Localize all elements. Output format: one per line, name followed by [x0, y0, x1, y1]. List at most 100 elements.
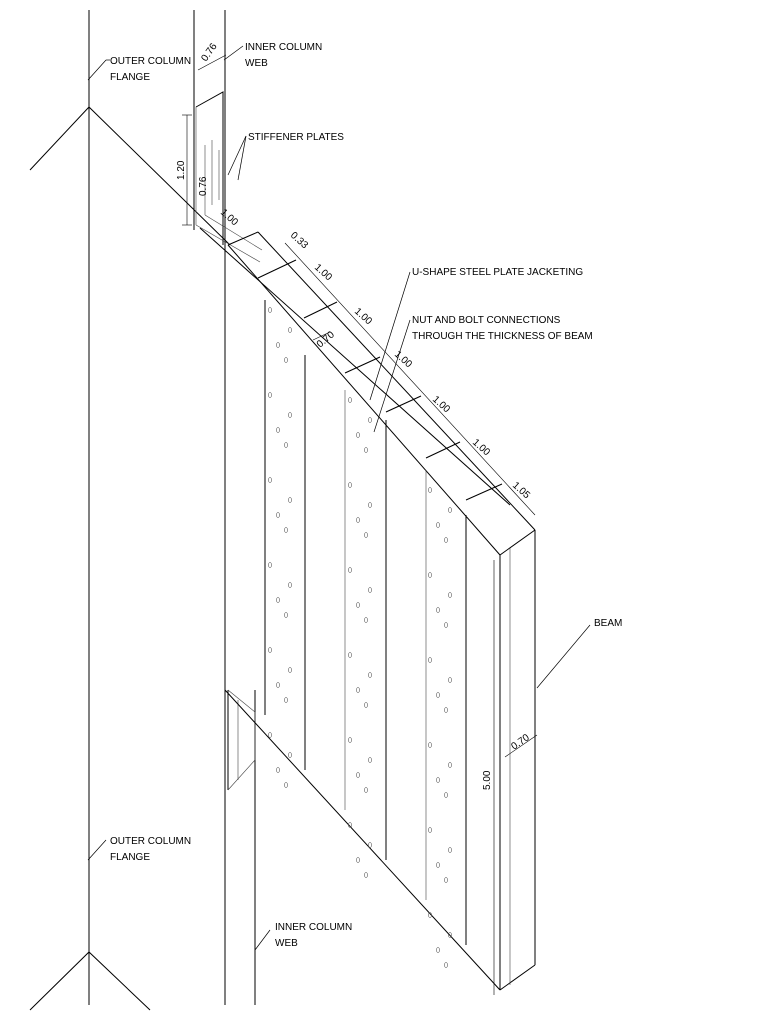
steel-plate-jacketing	[264, 300, 467, 945]
bolt-hole	[436, 607, 440, 613]
dim-end-segment: 1.05	[510, 480, 532, 501]
bolt-hole	[368, 672, 372, 678]
bolt-hole	[276, 767, 280, 773]
label-stiffener-plates: STIFFENER PLATES	[248, 132, 344, 143]
bolt-hole	[284, 612, 288, 618]
dim-beam-width: 0.70	[509, 732, 532, 752]
label-beam: BEAM	[594, 618, 622, 629]
bolt-hole	[428, 912, 432, 918]
bolt-hole	[356, 602, 360, 608]
dim-web-thickness: 0.76	[199, 41, 219, 64]
label-inner-web-top-2: WEB	[245, 58, 268, 69]
bolt-hole	[428, 487, 432, 493]
bolt-hole	[288, 412, 292, 418]
bolt-hole	[448, 762, 452, 768]
bolt-hole	[348, 652, 352, 658]
outer-column-flange	[29, 10, 231, 1011]
bolt-hole	[276, 427, 280, 433]
bolt-hole	[428, 657, 432, 663]
bolt-hole	[448, 507, 452, 513]
label-inner-web-bot: INNER COLUMN	[275, 922, 352, 933]
bolt-hole	[356, 432, 360, 438]
bolt-hole	[288, 752, 292, 758]
bolt-hole	[444, 622, 448, 628]
bolt-hole	[276, 597, 280, 603]
bolt-hole	[448, 847, 452, 853]
bolt-hole	[436, 862, 440, 868]
bolt-hole	[348, 397, 352, 403]
dim-plate-5: 1.00	[470, 437, 492, 458]
bolt-hole	[268, 732, 272, 738]
bolt-hole	[368, 757, 372, 763]
bolt-hole	[276, 512, 280, 518]
bolt-hole	[288, 497, 292, 503]
bolt-hole	[268, 562, 272, 568]
callout-labels: OUTER COLUMN FLANGE INNER COLUMN WEB STI…	[110, 42, 622, 949]
bolt-hole	[284, 357, 288, 363]
dim-stiffener-height: 1.20	[176, 160, 187, 180]
bolt-hole	[276, 682, 280, 688]
dimension-lines	[182, 54, 538, 995]
bolt-hole	[268, 477, 272, 483]
bolt-hole	[444, 792, 448, 798]
bolt-hole	[428, 827, 432, 833]
dim-plate-2: 1.00	[352, 306, 374, 327]
bolt-hole	[368, 417, 372, 423]
bolt-hole	[364, 872, 368, 878]
beam-web	[224, 530, 536, 991]
bolt-hole	[348, 822, 352, 828]
label-outer-flange-bot-2: FLANGE	[110, 852, 150, 863]
bolt-hole	[348, 737, 352, 743]
bolt-hole	[268, 307, 272, 313]
bolt-hole	[428, 572, 432, 578]
bolt-hole	[448, 592, 452, 598]
bolt-hole	[356, 517, 360, 523]
bolt-hole	[428, 742, 432, 748]
bolt-hole	[364, 617, 368, 623]
bolt-hole	[284, 442, 288, 448]
label-outer-flange-top: OUTER COLUMN	[110, 56, 191, 67]
bolt-hole	[284, 697, 288, 703]
bolt-hole	[356, 857, 360, 863]
label-bolts-2: THROUGH THE THICKNESS OF BEAM	[412, 331, 593, 342]
bolt-hole	[288, 327, 292, 333]
bolt-hole	[368, 502, 372, 508]
dim-beam-depth: 5.00	[482, 770, 493, 790]
dimension-labels: 0.76 1.20 0.76 1.00 0.33 1.00 1.00 0.70 …	[176, 41, 532, 790]
bolt-hole	[364, 532, 368, 538]
bolt-hole	[436, 777, 440, 783]
bolt-hole	[436, 522, 440, 528]
label-bolts: NUT AND BOLT CONNECTIONS	[412, 315, 561, 326]
bolt-hole	[268, 647, 272, 653]
dim-plate-1: 1.00	[312, 262, 334, 283]
bolt-hole	[356, 772, 360, 778]
dim-first-gap: 0.33	[288, 230, 310, 251]
label-outer-flange-top-2: FLANGE	[110, 72, 150, 83]
bolt-hole	[364, 787, 368, 793]
bolt-hole	[288, 667, 292, 673]
dim-plate-3: 1.00	[392, 349, 414, 370]
bolt-holes	[268, 307, 452, 968]
bolt-hole	[364, 702, 368, 708]
dim-stiffener-inner: 0.76	[198, 176, 209, 196]
label-outer-flange-bot: OUTER COLUMN	[110, 836, 191, 847]
bolt-hole	[444, 537, 448, 543]
bolt-hole	[368, 587, 372, 593]
bolt-hole	[368, 842, 372, 848]
label-jacketing: U-SHAPE STEEL PLATE JACKETING	[412, 267, 583, 278]
bolt-hole	[284, 782, 288, 788]
bolt-hole	[276, 342, 280, 348]
label-inner-web-bot-2: WEB	[275, 938, 298, 949]
bolt-hole	[444, 707, 448, 713]
bolt-hole	[268, 392, 272, 398]
bolt-hole	[356, 687, 360, 693]
leader-lines	[87, 45, 591, 951]
dim-plate-4: 1.00	[430, 394, 452, 415]
bolt-hole	[444, 877, 448, 883]
bolt-hole	[436, 947, 440, 953]
bolt-hole	[284, 527, 288, 533]
bolt-hole	[348, 567, 352, 573]
bolt-hole	[288, 582, 292, 588]
bolt-hole	[436, 692, 440, 698]
